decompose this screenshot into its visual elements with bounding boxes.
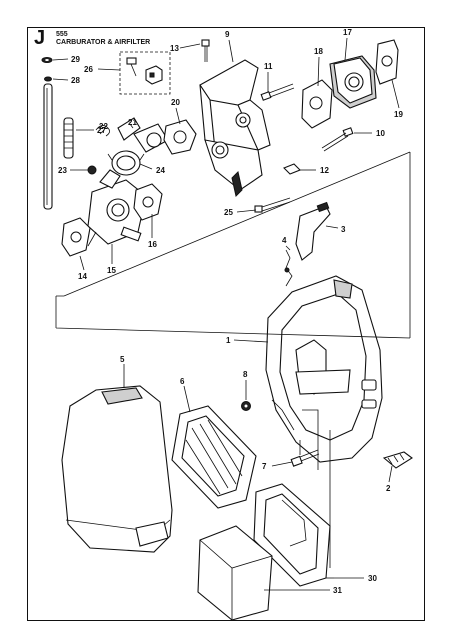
callout-9: 9	[225, 30, 230, 39]
callout-12: 12	[320, 166, 329, 175]
callout-2: 2	[386, 484, 391, 493]
callout-23: 23	[58, 166, 67, 175]
callout-24: 24	[156, 166, 165, 175]
part-26-kit	[119, 51, 171, 95]
callout-29: 29	[71, 55, 80, 64]
callout-8: 8	[243, 370, 248, 379]
callout-20: 20	[171, 98, 180, 107]
section-letter: J	[34, 27, 46, 49]
part-17-intake	[329, 55, 377, 109]
part-25-bolt	[254, 197, 291, 213]
callout-19: 19	[394, 110, 403, 119]
assembly-lines	[55, 151, 411, 579]
model-number: 555	[56, 31, 68, 38]
callout-16: 16	[148, 240, 157, 249]
part-9-bracket	[199, 59, 271, 197]
callout-7: 7	[262, 462, 267, 471]
part-21-adapter	[117, 117, 169, 153]
part-28-tube	[43, 76, 53, 210]
callout-4: 4	[282, 236, 287, 245]
part-15-carburetor	[87, 169, 147, 247]
callout-27: 27	[97, 126, 106, 135]
leader-lines	[52, 37, 400, 591]
part-16-gasket	[133, 183, 163, 221]
callout-22: 22	[99, 122, 108, 131]
callout-28: 28	[71, 76, 80, 85]
callout-18: 18	[314, 47, 323, 56]
callout-13: 13	[170, 44, 179, 53]
diagram-frame	[27, 27, 425, 621]
part-2-latch	[382, 451, 413, 469]
part-29-washer	[41, 57, 53, 63]
part-19-gasket	[375, 39, 399, 85]
part-6-air-filter	[171, 405, 257, 509]
callout-21: 21	[128, 118, 137, 127]
part-3-choke-lever	[295, 201, 331, 261]
part-4-link-rod	[284, 249, 293, 287]
part-12-nut	[283, 163, 301, 175]
part-14-gasket	[61, 217, 91, 257]
part-1-housing	[265, 275, 383, 463]
part-10-bolt	[321, 127, 354, 152]
part-13-screw	[201, 39, 210, 62]
callout-1: 1	[226, 336, 231, 345]
part-18-gasket	[301, 79, 333, 129]
callout-15: 15	[107, 266, 116, 275]
part-23-nut	[87, 165, 97, 175]
callout-3: 3	[341, 225, 346, 234]
part-11-bolt	[260, 83, 295, 101]
part-24-intake-boot	[107, 150, 145, 176]
section-title: CARBURATOR & AIRFILTER	[56, 39, 151, 46]
part-7-screw	[290, 449, 320, 467]
callout-30: 30	[368, 574, 377, 583]
callout-31: 31	[333, 586, 342, 595]
part-31-filter-element	[197, 525, 273, 621]
part-27-spring	[63, 117, 74, 159]
callout-14: 14	[78, 272, 87, 281]
callout-25: 25	[224, 208, 233, 217]
part-8-nut	[241, 401, 251, 411]
callout-labels: 29 28 26 13 9 11 18 17 19 22 21 20 27 10…	[58, 28, 403, 595]
callout-5: 5	[120, 355, 125, 364]
part-5-filter-cover	[61, 385, 173, 553]
callout-17: 17	[343, 28, 352, 37]
part-20-gasket	[163, 119, 197, 155]
part-22-clip	[95, 125, 110, 137]
callout-11: 11	[264, 62, 273, 71]
callout-10: 10	[376, 129, 385, 138]
callout-6: 6	[180, 377, 185, 386]
callout-26: 26	[84, 65, 93, 74]
